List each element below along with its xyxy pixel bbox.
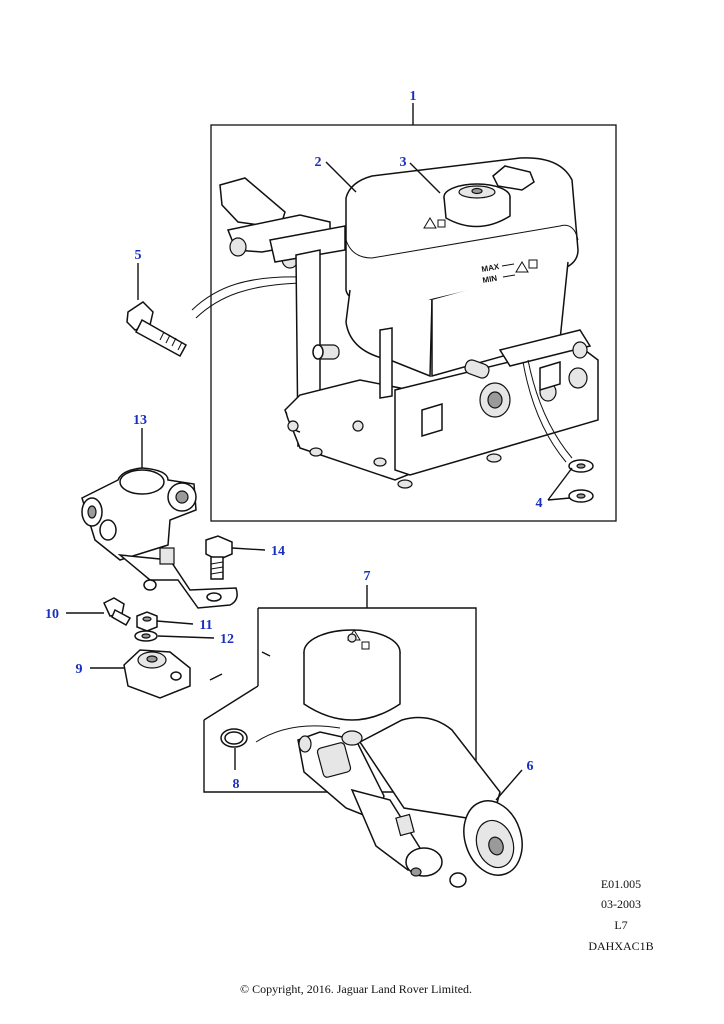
valve-bracket-13 — [81, 467, 238, 609]
mounting-bracket-9 — [123, 649, 191, 699]
callout-5: 5 — [135, 248, 142, 263]
washer-12 — [134, 630, 158, 642]
callout-13: 13 — [133, 413, 147, 428]
leader-4a — [547, 467, 573, 501]
callout-3: 3 — [400, 155, 407, 170]
callout-14: 14 — [271, 544, 285, 559]
o-ring-8 — [220, 728, 248, 748]
abs-modulator-assembly: MAX MIN — [191, 157, 599, 489]
pump-motor-assembly — [297, 629, 523, 888]
leader-12 — [157, 635, 215, 639]
reference-code: E01.005 — [601, 877, 641, 891]
washer-pair — [568, 459, 594, 503]
leader-3 — [409, 162, 441, 194]
leader-4b — [547, 497, 571, 501]
callout-6: 6 — [527, 759, 534, 774]
callout-4: 4 — [536, 496, 543, 511]
callout-10: 10 — [45, 607, 59, 622]
reservoir-max-label: MAX — [481, 262, 501, 274]
diagram-id: DAHXAC1B — [588, 939, 653, 953]
callout-12: 12 — [220, 632, 234, 647]
bolt-14 — [205, 535, 233, 580]
leader-11 — [156, 620, 194, 625]
reference-date: 03-2003 — [601, 897, 641, 911]
leader-14 — [231, 547, 266, 551]
callout-1: 1 — [410, 89, 417, 104]
reservoir-min-label: MIN — [482, 274, 498, 285]
nut-11 — [136, 611, 158, 632]
callout-2: 2 — [315, 155, 322, 170]
copyright-notice: © Copyright, 2016. Jaguar Land Rover Lim… — [240, 982, 472, 996]
callout-11: 11 — [199, 618, 212, 633]
callout-8: 8 — [233, 777, 240, 792]
bolt-5 — [126, 301, 188, 358]
bolt-10 — [103, 597, 132, 627]
reference-level: L7 — [614, 918, 627, 932]
callout-9: 9 — [76, 662, 83, 677]
leader-6 — [495, 769, 523, 801]
leader-2 — [325, 161, 357, 193]
callout-7: 7 — [364, 569, 371, 584]
